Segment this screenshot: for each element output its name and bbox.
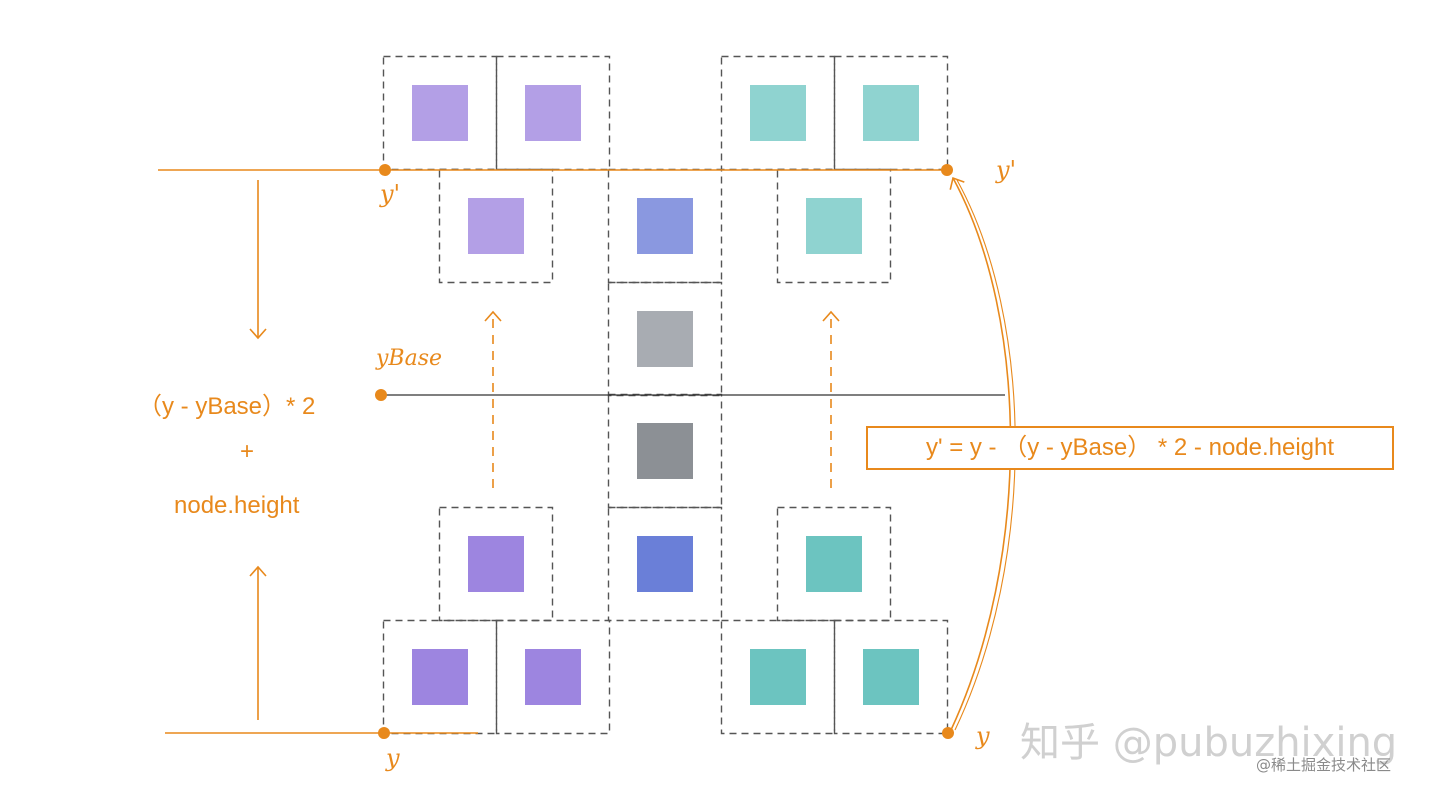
- distance-expression-line1: （y - yBase）* 2: [138, 393, 316, 420]
- yprime-right-dot: [941, 164, 953, 176]
- node-square-lower-left: [468, 536, 524, 592]
- zhihu-watermark: 知乎 @pubuzhixing: [1020, 720, 1398, 766]
- node-frame-center: [607, 393, 723, 509]
- node-square-lower-right: [806, 536, 862, 592]
- node-square-upper-left: [468, 198, 524, 254]
- y-right-label: y: [976, 722, 990, 750]
- y-left-dot: [378, 727, 390, 739]
- node-frame-lower-right: [833, 619, 949, 735]
- node-frame-center: [607, 506, 723, 622]
- node-square-center: [637, 423, 693, 479]
- node-frame-upper-right: [776, 168, 892, 284]
- node-frame-lower-left: [495, 619, 611, 735]
- node-square-upper-left: [525, 85, 581, 141]
- formula-box: y' = y - （y - yBase） * 2 - node.height: [866, 426, 1394, 470]
- y-left-label: y: [386, 744, 400, 772]
- node-square-upper-left: [412, 85, 468, 141]
- yprime-right-label: y': [996, 156, 1017, 184]
- node-square-center: [637, 198, 693, 254]
- node-frame-upper-left: [438, 168, 554, 284]
- node-square-lower-right: [863, 649, 919, 705]
- distance-expression-plus: +: [240, 438, 255, 465]
- distance-expression-line3: node.height: [174, 492, 300, 519]
- node-square-upper-right: [863, 85, 919, 141]
- node-square-lower-right: [750, 649, 806, 705]
- ybase-label: yBase: [376, 346, 443, 371]
- node-square-center: [637, 536, 693, 592]
- node-square-upper-right: [806, 198, 862, 254]
- yprime-left-dot: [379, 164, 391, 176]
- node-frame-center: [607, 168, 723, 284]
- node-frame-lower-right: [720, 619, 836, 735]
- yprime-left-label: y': [380, 180, 401, 208]
- ybase-dot: [375, 389, 387, 401]
- node-square-lower-left: [525, 649, 581, 705]
- node-square-upper-right: [750, 85, 806, 141]
- juejin-watermark: @稀土掘金技术社区: [1256, 756, 1392, 774]
- node-square-center: [637, 311, 693, 367]
- node-tiles: [382, 55, 949, 735]
- node-square-lower-left: [412, 649, 468, 705]
